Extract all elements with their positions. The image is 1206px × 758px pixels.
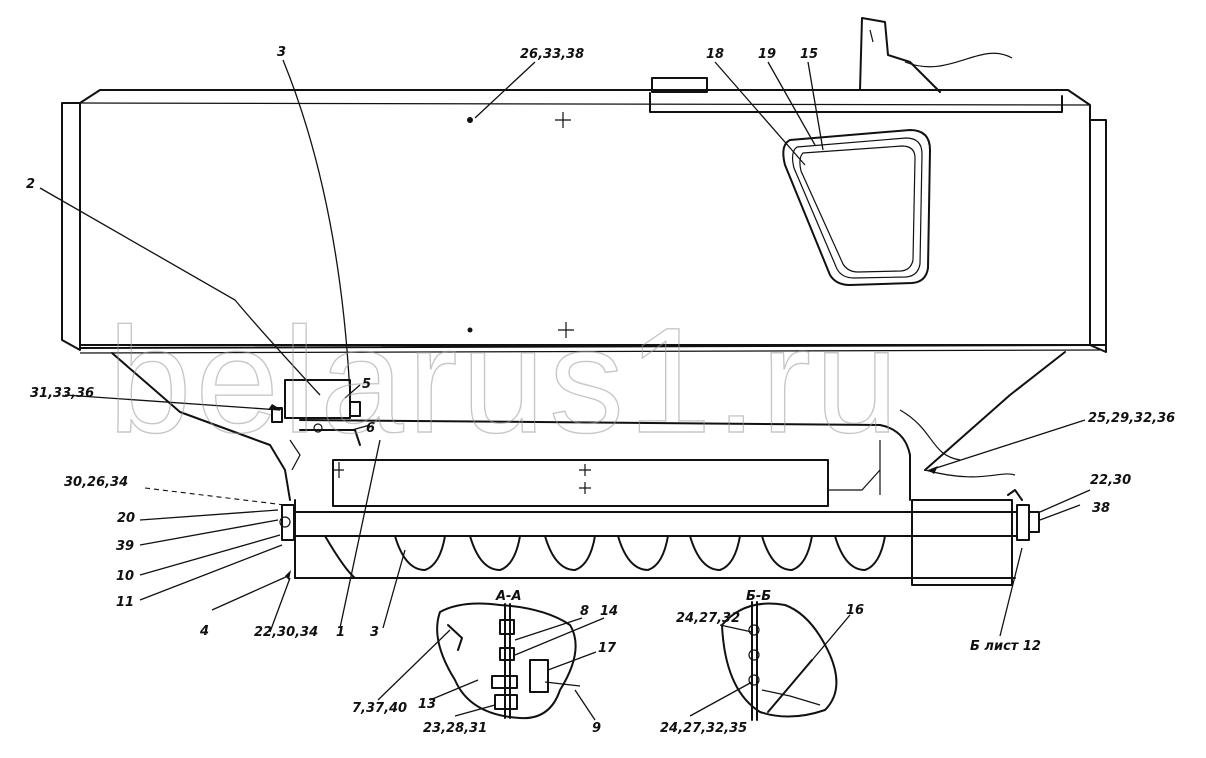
watermark-text: belarus1.ru — [108, 296, 902, 464]
lower-funnel — [111, 351, 1066, 501]
callout-15-top: 15 — [800, 47, 818, 62]
callout-30-26-34: 30,26,34 — [64, 475, 128, 490]
callout-13: 13 — [418, 697, 436, 712]
callout-7-37-40: 7,37,40 — [352, 701, 407, 716]
auger-conveyor — [279, 489, 1040, 586]
callout-9: 9 — [592, 721, 601, 736]
callout-8: 8 — [580, 604, 589, 619]
callout-22-30-34: 22,30,34 — [254, 625, 318, 640]
callout-1: 1 — [336, 625, 345, 640]
callout-24-27-32-top: 24,27,32 — [676, 611, 740, 626]
callout-38-right: 38 — [1092, 501, 1110, 516]
callout-2: 2 — [26, 177, 35, 192]
callout-3-bottom: 3 — [370, 625, 379, 640]
section-aa-detail — [436, 602, 581, 720]
callout-17: 17 — [598, 641, 617, 656]
callout-5: 5 — [362, 377, 371, 392]
callout-22-30-right: 22,30 — [1090, 473, 1131, 488]
inspection-window — [782, 129, 931, 286]
callout-11: 11 — [116, 595, 134, 610]
callout-14: 14 — [600, 604, 618, 619]
callout-16: 16 — [846, 603, 864, 618]
callout-23-28-31: 23,28,31 — [423, 721, 487, 736]
callout-39: 39 — [116, 539, 134, 554]
callout-24-27-32-35: 24,27,32,35 — [660, 721, 747, 736]
callout-4: 4 — [199, 624, 209, 639]
callout-20: 20 — [117, 511, 135, 526]
leader-lines — [39, 59, 1091, 721]
callout-26-33-38: 26,33,38 — [520, 47, 584, 62]
callout-31-33-36: 31,33,36 — [30, 386, 94, 401]
callout-labels: 3 26,33,38 18 19 15 2 31,33,36 5 6 25,29… — [26, 45, 1175, 736]
callout-19: 19 — [758, 47, 776, 62]
hopper-body — [61, 17, 1107, 354]
section-label-bb: Б-Б — [746, 589, 771, 604]
callout-6: 6 — [366, 421, 375, 436]
callout-25-29-32-36: 25,29,32,36 — [1088, 411, 1175, 426]
section-bb-detail — [721, 601, 838, 721]
trough — [271, 379, 911, 507]
callout-3-top: 3 — [277, 45, 286, 60]
callout-b-view: Б лист 12 — [970, 639, 1041, 654]
callout-10: 10 — [116, 569, 134, 584]
section-label-aa: A-A — [495, 589, 522, 604]
callout-18: 18 — [706, 47, 724, 62]
